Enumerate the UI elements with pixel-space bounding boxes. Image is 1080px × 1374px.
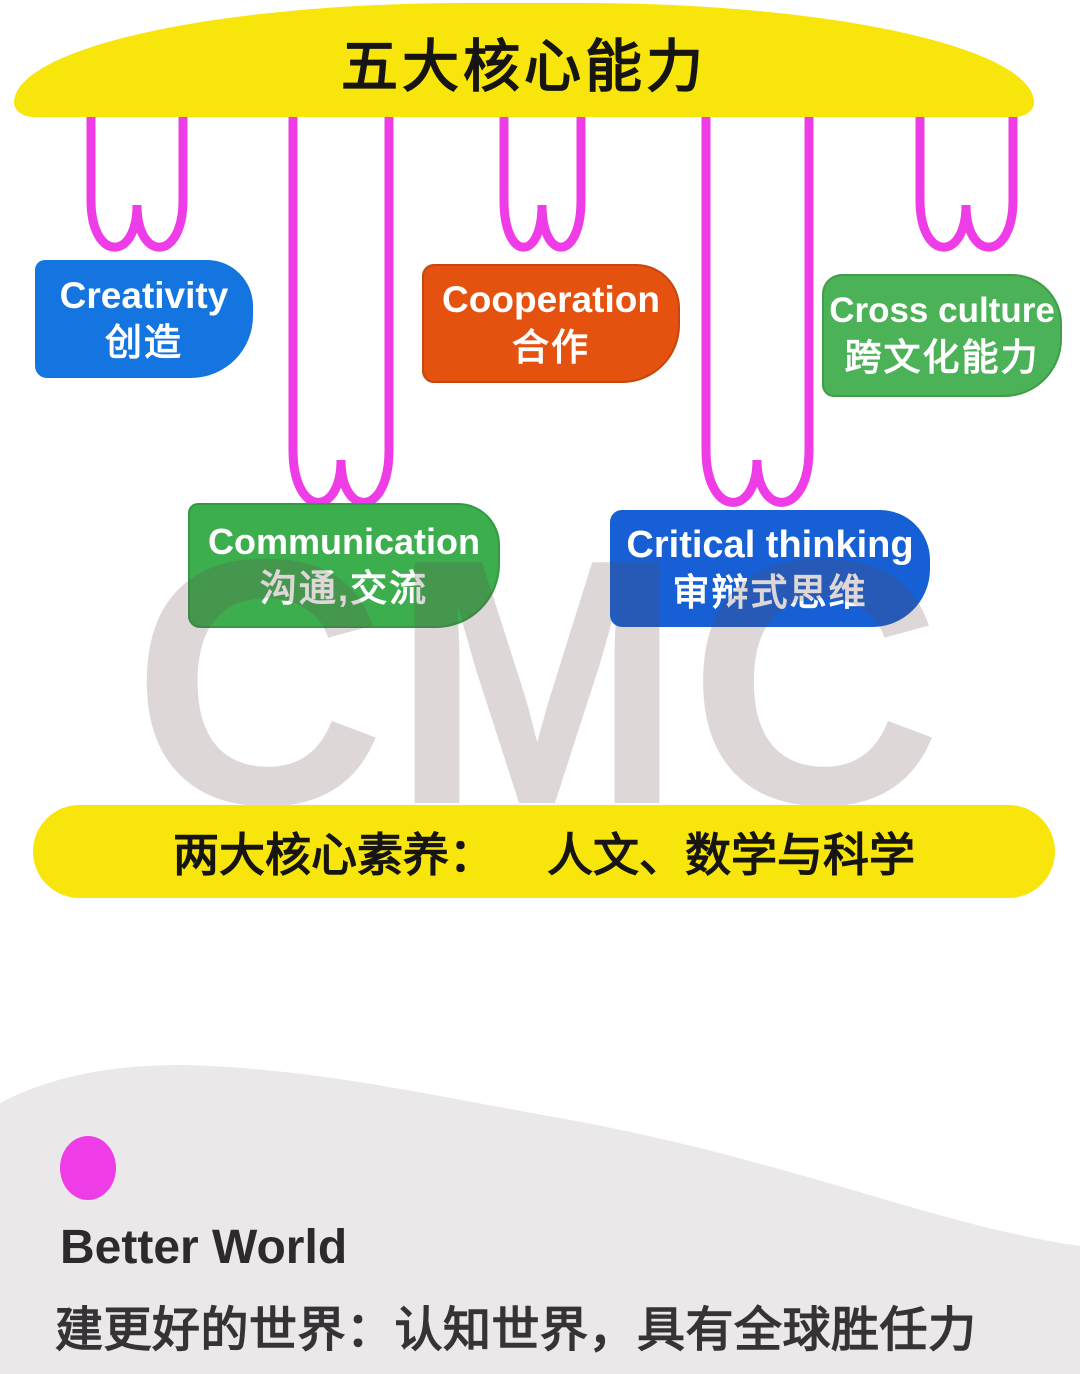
ability-card-creativity: Creativity 创造 — [35, 260, 253, 378]
ability-card-critical-thinking: Critical thinking 审辩式思维 — [610, 510, 930, 627]
ability-label-en: Cooperation — [442, 279, 660, 321]
core-literacies-label: 两大核心素养： — [173, 828, 495, 881]
ability-card-communication: Communication 沟通,交流 — [188, 503, 500, 628]
ability-card-cooperation: Cooperation 合作 — [422, 264, 680, 383]
hook-creativity — [86, 107, 188, 252]
ability-label-zh: 审辩式思维 — [672, 572, 868, 614]
ability-card-cross-culture: Cross culture 跨文化能力 — [822, 274, 1062, 397]
hook-cross-culture — [915, 107, 1018, 252]
hook-critical-thinking — [701, 107, 814, 507]
hook-cooperation — [499, 107, 586, 252]
ability-label-zh: 跨文化能力 — [844, 337, 1040, 379]
ability-label-en: Critical thinking — [626, 523, 914, 566]
hook-communication — [288, 107, 394, 507]
ability-label-zh: 合作 — [512, 326, 590, 368]
ability-label-zh: 沟通,交流 — [259, 567, 429, 609]
core-literacies-banner: 两大核心素养： 人文、数学与科学 — [33, 805, 1055, 898]
page-title: 五大核心能力 — [341, 35, 707, 99]
ability-label-en: Creativity — [59, 274, 229, 316]
ability-label-zh: 创造 — [105, 322, 183, 363]
ability-label-en: Communication — [207, 520, 480, 562]
connector-lines — [86, 107, 1018, 507]
ability-label-en: Cross culture — [829, 291, 1055, 331]
core-literacies-value: 人文、数学与科学 — [547, 828, 915, 881]
